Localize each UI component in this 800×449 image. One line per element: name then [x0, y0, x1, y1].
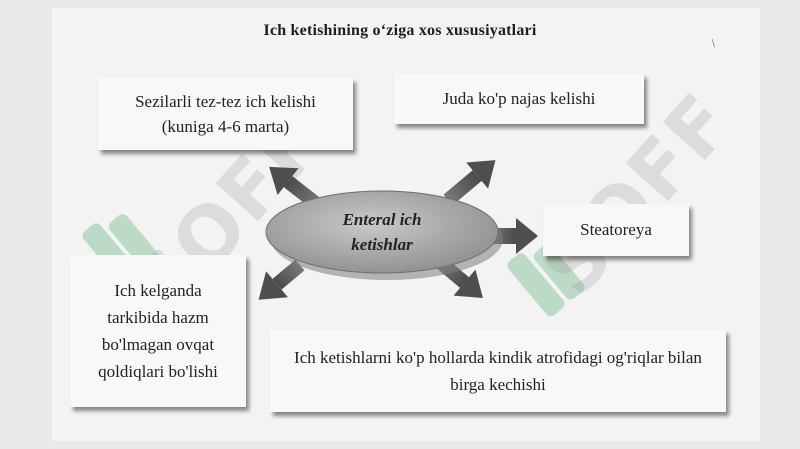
box4-line2: tarkibida hazm: [107, 307, 209, 327]
feature-box-large-stool-volume: Juda ko'p najas kelishi: [394, 74, 644, 124]
box1-line1: Sezilarli tez-tez ich kelishi: [135, 91, 316, 111]
watermark-logo-right: [507, 244, 585, 317]
arrow-bottom-left: [258, 259, 305, 300]
feature-box-frequent-stool: Sezilarli tez-tez ich kelishi (kuniga 4-…: [98, 78, 353, 150]
diagram-title: Ich ketishining o‘ziga xos xususiyatlari: [263, 22, 537, 39]
center-text-line1: Enteral ich: [342, 210, 422, 229]
feature-box-periumbilical-pain: Ich ketishlarni ko'p hollarda kindik atr…: [270, 330, 726, 412]
box4-line1: Ich kelganda: [114, 280, 202, 300]
box5-line1: Ich ketishlarni ko'p hollarda kindik atr…: [294, 347, 702, 367]
box2-line1: Juda ko'p najas kelishi: [442, 89, 596, 109]
box1-line2: (kuniga 4-6 marta): [161, 117, 290, 136]
feature-box-undigested-food: Ich kelganda tarkibida hazm bo'lmagan ov…: [70, 255, 246, 407]
box5-line2: birga kechishi: [450, 375, 546, 394]
arrow-top-right: [443, 160, 496, 206]
box4-line4: qoldiqlari bo'lishi: [98, 362, 218, 382]
center-text-line2: ketishlar: [351, 235, 413, 254]
box4-line3: bo'lmagan ovqat: [101, 335, 215, 354]
box3-line1: Steatoreya: [580, 220, 652, 240]
feature-box-steatorrhea: Steatoreya: [543, 204, 689, 256]
center-ellipse: [265, 190, 499, 274]
